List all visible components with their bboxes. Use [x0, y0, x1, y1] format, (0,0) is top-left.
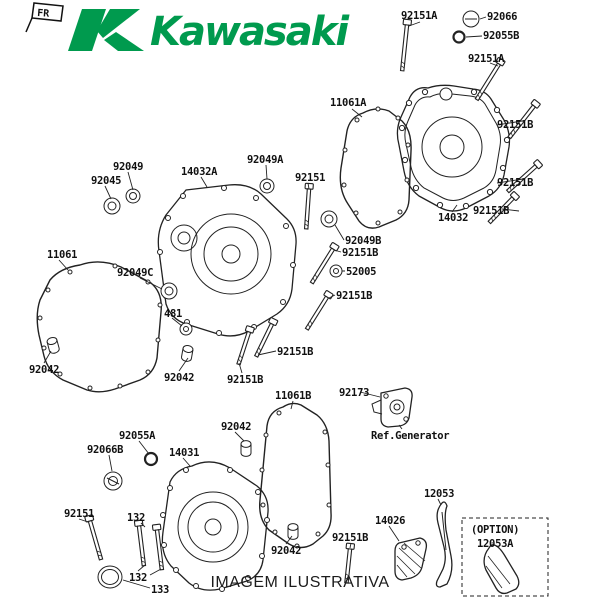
part-label: 132 — [129, 572, 148, 584]
bolt-92151 — [84, 514, 104, 561]
bolt-132 — [151, 523, 165, 571]
bolt-92151b — [507, 99, 541, 140]
bolt-92151b — [487, 191, 520, 225]
gasket-11061a — [339, 106, 412, 229]
damper-92042 — [240, 440, 252, 457]
dowel-pin-52005 — [329, 264, 343, 278]
country-flag-icon: FR — [25, 2, 64, 33]
part-label: 92151 — [64, 508, 95, 520]
part-label: 92173 — [339, 387, 370, 399]
part-label: 11061B — [275, 390, 312, 402]
bolt-92151b — [236, 325, 255, 366]
part-label: 92151B — [473, 205, 510, 217]
bolt-92151a — [474, 57, 506, 102]
bearing-92045 — [103, 197, 121, 215]
part-label: Ref.Generator — [371, 430, 450, 442]
option-box — [461, 517, 549, 597]
part-label: 92049A — [247, 154, 284, 166]
part-label: 92049C — [117, 267, 154, 279]
flag-label: FR — [37, 8, 51, 20]
part-label: 11061A — [330, 97, 367, 109]
bolt-92151b — [344, 542, 356, 584]
illustrative-caption: IMAGEM ILUSTRATIVA — [210, 574, 390, 591]
part-label: 92045 — [91, 175, 122, 187]
bolt-92151 — [303, 182, 314, 230]
kawasaki-logo: FR Kawasaki — [25, 2, 352, 55]
part-label: 92049B — [345, 235, 382, 247]
part-label: (OPTION) — [471, 524, 520, 536]
part-label: 92151 — [295, 172, 326, 184]
part-label: 92066B — [87, 444, 124, 456]
damper-92042 — [46, 336, 60, 354]
part-label: 92151A — [468, 53, 505, 65]
damper-92042 — [287, 523, 299, 540]
part-label: 92055B — [483, 30, 520, 42]
part-label: 92151A — [401, 10, 438, 22]
bolt-92151b — [505, 159, 543, 194]
part-label: 92151B — [497, 119, 534, 131]
oring-92055a — [143, 451, 159, 467]
part-label: 481 — [164, 308, 183, 320]
part-label: 133 — [151, 584, 170, 596]
pulsing-coil-92173 — [371, 387, 413, 428]
part-label: 14032 — [438, 212, 469, 224]
part-label: 14031 — [169, 447, 200, 459]
ring-133 — [97, 565, 123, 589]
guide-bracket-14026 — [394, 537, 428, 581]
part-label: 92066 — [487, 11, 518, 23]
oil-seal-92049c — [160, 282, 178, 300]
oring-92055b — [452, 30, 466, 44]
part-label: 92042 — [271, 545, 302, 557]
part-label: 11061 — [47, 249, 78, 261]
part-label: 92049 — [113, 161, 144, 173]
kawasaki-mark-icon — [68, 9, 144, 51]
part-label: 92042 — [164, 372, 195, 384]
part-label: 14032A — [181, 166, 218, 178]
oil-seal-92049b — [320, 210, 338, 228]
part-label: 12053A — [477, 538, 514, 550]
chain-guide-12053 — [435, 501, 453, 588]
part-label: 92151B — [336, 290, 373, 302]
oil-seal-92049a — [259, 178, 275, 194]
bolt-92151b — [309, 242, 340, 285]
part-label: 12053 — [424, 488, 455, 500]
bolt-92151b — [253, 317, 279, 358]
bolt-132 — [133, 519, 147, 567]
part-label: 14026 — [375, 515, 406, 527]
part-label: 52005 — [346, 266, 377, 278]
chain-guide-12053a — [483, 544, 520, 595]
clutch-cover-14032 — [396, 84, 511, 212]
part-label: 92151B — [342, 247, 379, 259]
brand-wordmark: Kawasaki — [150, 9, 350, 55]
generator-cover-14031 — [160, 461, 270, 592]
part-label: 92042 — [29, 364, 60, 376]
plug-92066b — [103, 471, 123, 491]
bolt-92151b — [304, 290, 334, 331]
part-label: 132 — [127, 512, 146, 524]
oil-seal-92049 — [125, 188, 141, 204]
leader-lines — [43, 16, 524, 589]
gasket-11061b — [259, 402, 332, 549]
part-label: 92042 — [221, 421, 252, 433]
part-label: 92055A — [119, 430, 156, 442]
part-label: 92151B — [227, 374, 264, 386]
bolt-92151a — [399, 18, 413, 72]
part-label: 92151B — [277, 346, 314, 358]
ring-481 — [179, 322, 193, 336]
part-label: 92151B — [497, 177, 534, 189]
plug-92066 — [462, 10, 480, 28]
part-label: 92151B — [332, 532, 369, 544]
